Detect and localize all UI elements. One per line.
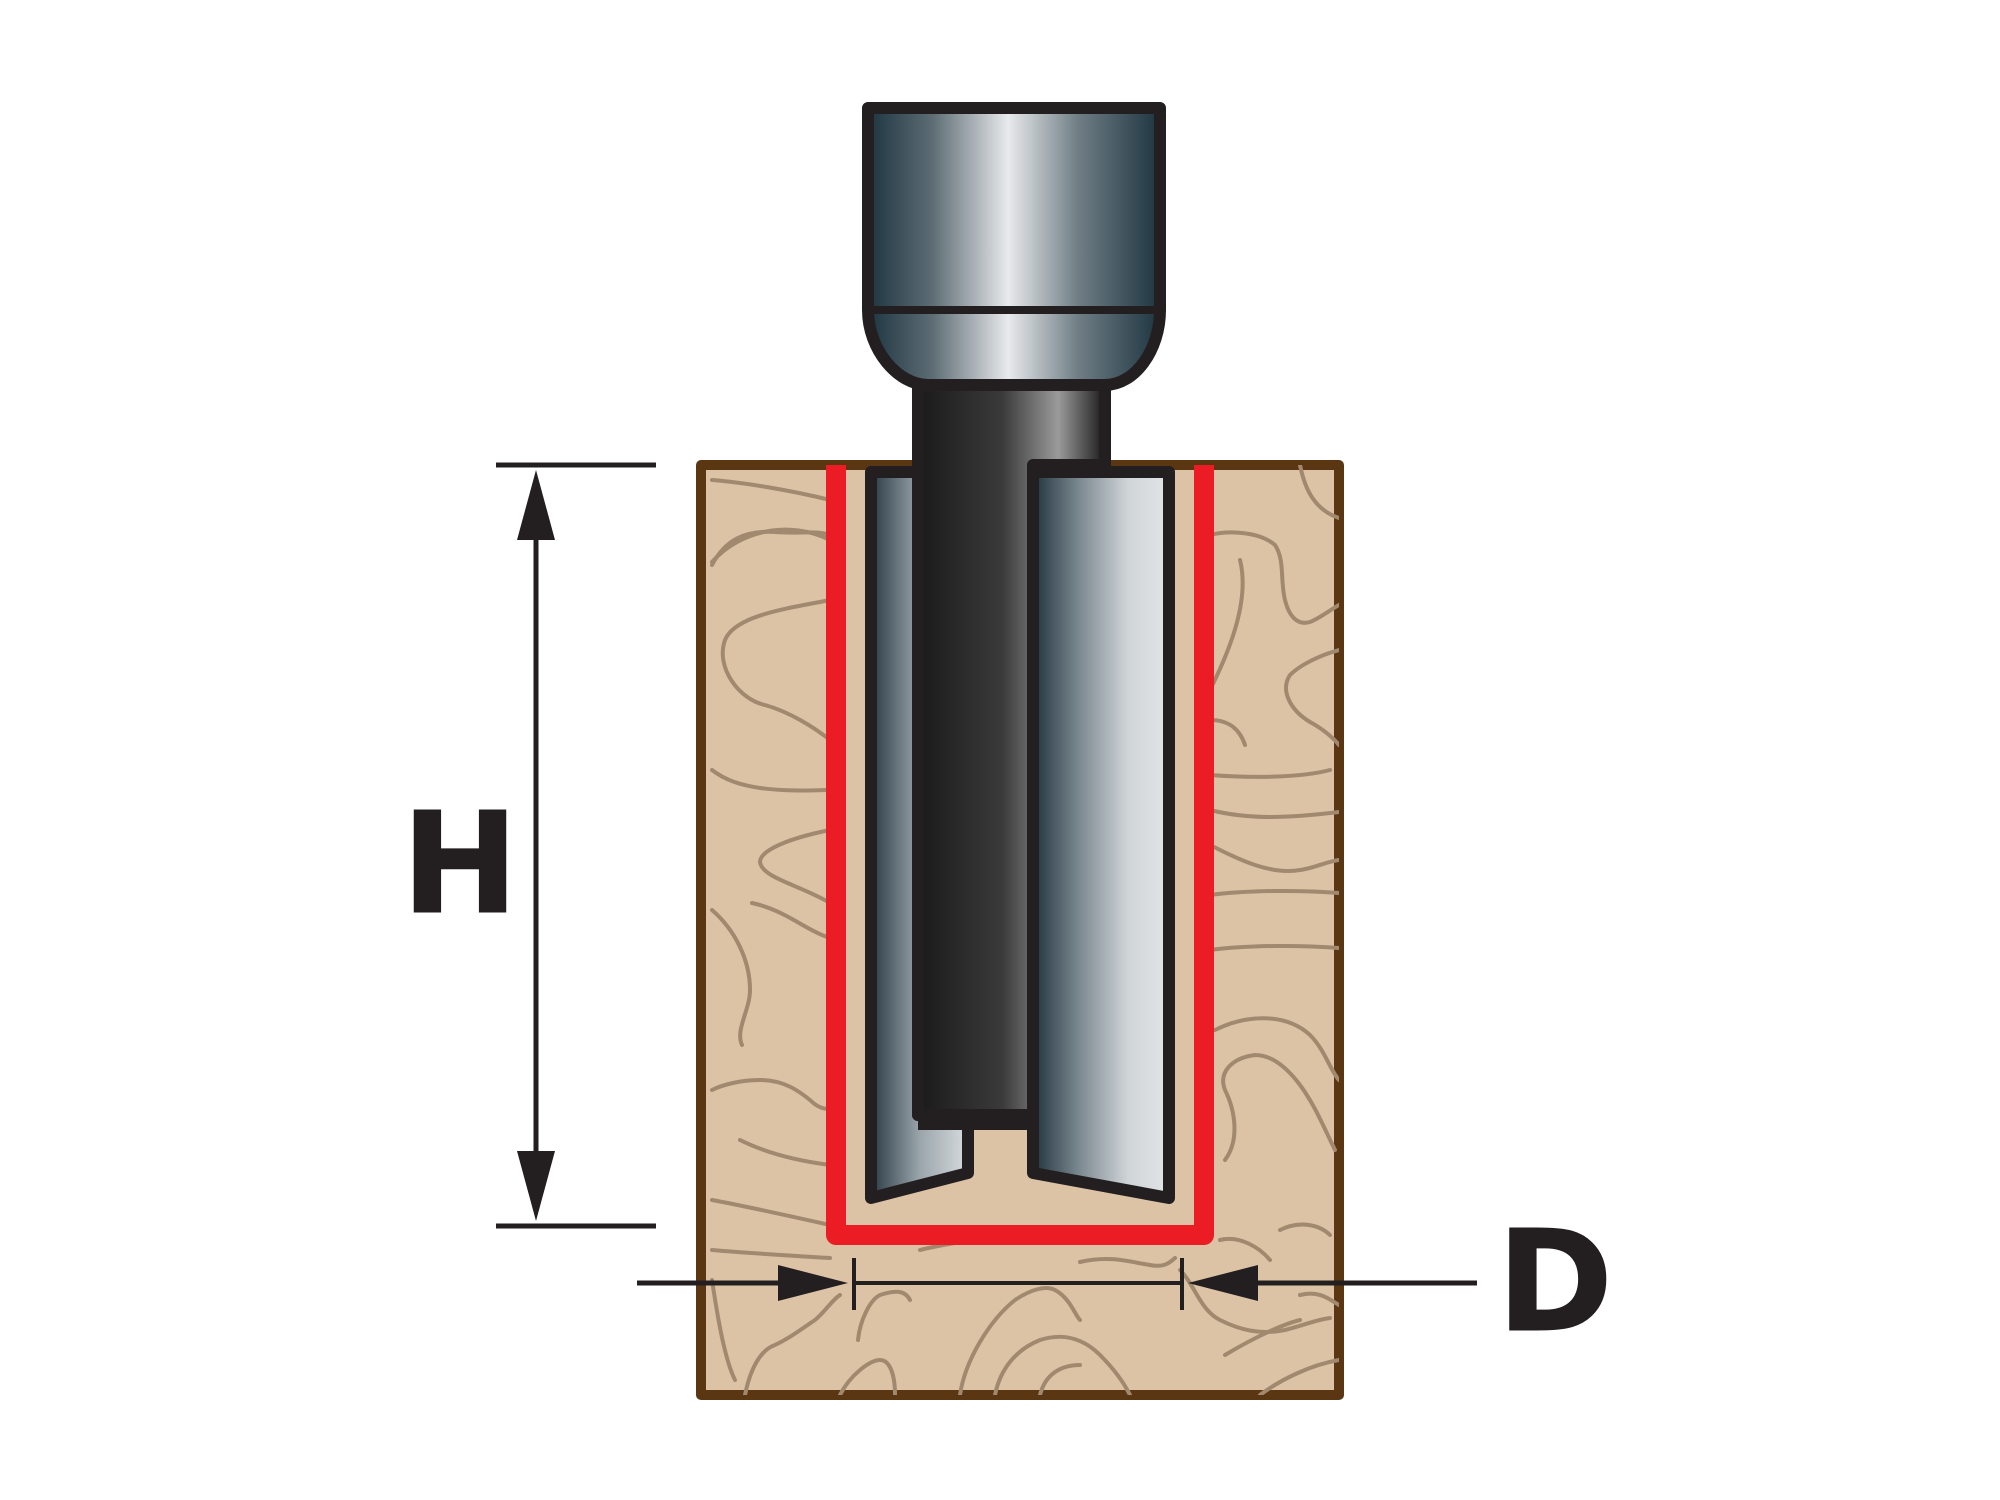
router-bit bbox=[862, 102, 1175, 1204]
height-arrow-down bbox=[517, 1151, 555, 1221]
router-bit-cutter-right bbox=[1027, 466, 1175, 1204]
diameter-arrow-left bbox=[778, 1265, 848, 1301]
cut-profile bbox=[826, 465, 1214, 1245]
height-dimension: H bbox=[401, 462, 656, 1229]
router-bit-spur bbox=[962, 1130, 1039, 1173]
router-bit-core-tip bbox=[918, 1110, 1033, 1130]
height-arrow-up bbox=[517, 470, 555, 540]
diameter-label: D bbox=[1497, 1201, 1613, 1364]
height-label: H bbox=[401, 783, 518, 946]
diameter-dimension: D bbox=[637, 1201, 1614, 1365]
diameter-arrow-right bbox=[1188, 1265, 1258, 1301]
router-bit-shank bbox=[862, 102, 1166, 391]
wood-grain-lines bbox=[710, 465, 1339, 1395]
